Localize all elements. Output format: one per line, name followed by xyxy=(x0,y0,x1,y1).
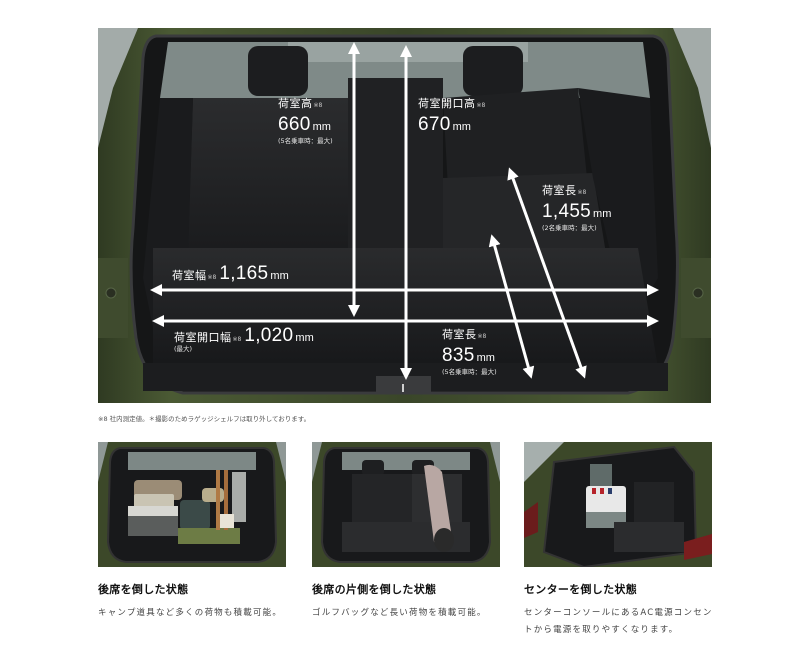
measurement-footnote: ※8 社内測定値。＊撮影のためラゲッジシェルフは取り外しております。 xyxy=(98,415,311,423)
thumbnail-rear-seats-folded xyxy=(98,442,286,567)
rear-seats-folded-image xyxy=(98,442,286,567)
cargo-scene-illustration xyxy=(98,28,711,403)
center-folded-image xyxy=(524,442,712,567)
card-rear-seats-folded: 後席を倒した状態 キャンプ道具など多くの荷物も積載可能。 xyxy=(98,583,283,618)
card-one-side-folded: 後席の片側を倒した状態 ゴルフバッグなど長い荷物を積載可能。 xyxy=(312,583,487,618)
thumbnail-center-folded xyxy=(524,442,712,567)
length-5seat-arrow xyxy=(488,234,535,379)
thumbnail-one-side-folded xyxy=(312,442,500,567)
one-side-folded-image xyxy=(312,442,500,567)
card-center-folded: センターを倒した状態 センターコンソールにあるAC電源コンセントから電源を取りや… xyxy=(524,583,713,635)
length-2seat-arrow xyxy=(507,167,587,379)
